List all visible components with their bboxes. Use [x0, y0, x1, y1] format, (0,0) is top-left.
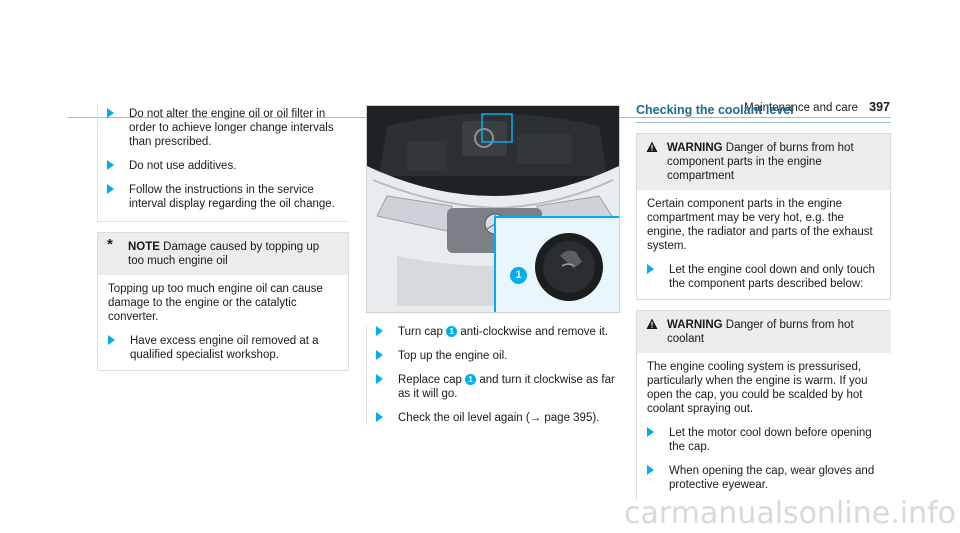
- note-title: Damage caused by topping up too much eng…: [128, 241, 320, 267]
- steps-block: Do not alter the engine oil or oil filte…: [97, 105, 349, 222]
- note-icon: *: [107, 236, 113, 253]
- header-section: Maintenance and care: [744, 102, 858, 114]
- arrow-icon: [376, 326, 383, 336]
- column-3: Checking the coolant level WARNING Dange…: [636, 103, 891, 500]
- list-item: Do not alter the engine oil or oil filte…: [107, 107, 339, 149]
- arrow-icon: [108, 335, 115, 345]
- warning-icon: [646, 141, 658, 152]
- warning-box-2: WARNING Danger of burns from hot coolant…: [636, 310, 891, 500]
- note-label: NOTE: [128, 241, 160, 253]
- page-number: 397: [869, 100, 890, 114]
- section-title: Checking the coolant level: [636, 103, 891, 123]
- list-item: Have excess engine oil removed at a qual…: [108, 334, 338, 362]
- footer-watermark: carmanualsonline.info: [624, 496, 956, 531]
- engine-image: 1: [366, 105, 620, 313]
- warning-label: WARNING: [667, 319, 723, 331]
- list-item: When opening the cap, wear gloves and pr…: [647, 464, 881, 492]
- note-body: Topping up too much engine oil can cause…: [98, 275, 348, 370]
- warning-header: WARNING Danger of burns from hot compone…: [637, 134, 890, 190]
- arrow-icon: [376, 374, 383, 384]
- list-item: Replace cap 1 and turn it clockwise as f…: [376, 373, 628, 401]
- list-item: Do not use additives.: [107, 159, 339, 173]
- list-item: Top up the engine oil.: [376, 349, 628, 363]
- arrow-icon: [647, 427, 654, 437]
- column-2-steps: Turn cap 1 anti-clockwise and remove it.…: [366, 325, 628, 425]
- list-item: Let the motor cool down before opening t…: [647, 426, 881, 454]
- arrow-icon: [107, 184, 114, 194]
- note-header: * NOTE Damage caused by topping up too m…: [98, 233, 348, 275]
- arrow-icon: [376, 412, 383, 422]
- warning-body: The engine cooling system is pressurised…: [637, 353, 891, 500]
- list-item: Follow the instructions in the service i…: [107, 183, 339, 211]
- column-1: Do not alter the engine oil or oil filte…: [97, 105, 349, 371]
- arrow-icon: [647, 264, 654, 274]
- callout-number: 1: [465, 374, 477, 385]
- zoom-inset: 1: [494, 216, 619, 312]
- arrow-icon: [376, 350, 383, 360]
- callout-marker: 1: [510, 267, 527, 284]
- list-item: Turn cap 1 anti-clockwise and remove it.: [376, 325, 628, 339]
- list-item: Let the engine cool down and only touch …: [647, 263, 880, 291]
- warning-body: Certain component parts in the engine co…: [637, 190, 890, 299]
- warning-header: WARNING Danger of burns from hot coolant: [637, 311, 891, 353]
- warning-label: WARNING: [667, 142, 723, 154]
- arrow-icon: [647, 465, 654, 475]
- warning-title: Danger of burns from hot coolant: [667, 319, 854, 345]
- callout-number: 1: [446, 326, 458, 337]
- note-box: * NOTE Damage caused by topping up too m…: [97, 232, 349, 371]
- warning-text: The engine cooling system is pressurised…: [647, 361, 868, 415]
- note-text: Topping up too much engine oil can cause…: [108, 283, 323, 323]
- page-ref-link[interactable]: → page 395).: [529, 412, 600, 424]
- page-header: Maintenance and care 397: [740, 100, 890, 115]
- arrow-icon: [107, 108, 114, 118]
- warning-text: Certain component parts in the engine co…: [647, 198, 873, 252]
- warning-icon: [646, 318, 658, 329]
- warning-box-1: WARNING Danger of burns from hot compone…: [636, 133, 891, 300]
- list-item: Check the oil level again (→ page 395).: [376, 411, 628, 425]
- arrow-icon: [107, 160, 114, 170]
- warning-title: Danger of burns from hot component parts…: [667, 142, 854, 182]
- oil-cap-closeup: [535, 233, 603, 301]
